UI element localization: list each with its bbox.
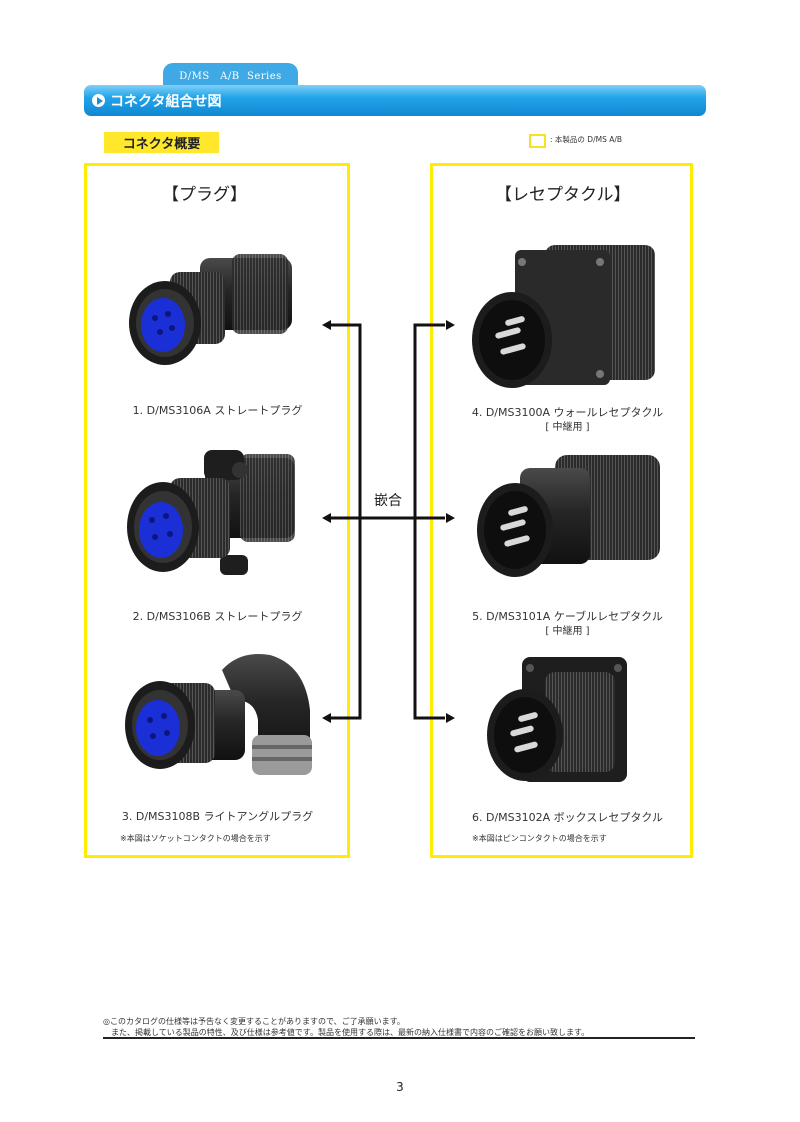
- plug-3106b-image: [127, 450, 295, 575]
- receptacle-sub-5: [ 中継用 ]: [545, 626, 590, 637]
- plug-panel-title: 【プラグ】: [162, 185, 247, 205]
- receptacle-panel-title: 【レセプタクル】: [495, 185, 631, 205]
- footer-line-2: また、掲載している製品の特性、及び仕様は参考値です。製品を使用する際は、最新の納…: [111, 1028, 590, 1037]
- page-number: 3: [396, 1080, 404, 1094]
- receptacle-3102a-image: [487, 657, 627, 782]
- footer-divider: [103, 1037, 695, 1039]
- mating-label: 嵌合: [372, 490, 404, 510]
- plug-3108b-image: [125, 654, 312, 775]
- receptacle-caption-5: 5. D/MS3101A ケーブルレセプタクル: [472, 610, 663, 623]
- plug-caption-2: 2. D/MS3106B ストレートプラグ: [132, 610, 303, 623]
- title-bar: コネクタ組合せ図: [84, 85, 706, 116]
- receptacle-note: ※本図はピンコンタクトの場合を示す: [472, 834, 607, 843]
- footer-note: ◎このカタログの仕様等は予告なく変更することがありますので、ご了承願います。 ま…: [103, 1016, 589, 1038]
- footer-line-1: ◎このカタログの仕様等は予告なく変更することがありますので、ご了承願います。: [103, 1017, 405, 1026]
- receptacle-caption-6: 6. D/MS3102A ボックスレセプタクル: [472, 811, 663, 824]
- receptacle-3100a-image: [472, 245, 655, 388]
- plug-caption-3: 3. D/MS3108B ライトアングルプラグ: [121, 810, 314, 823]
- plug-panel: [84, 163, 350, 858]
- legend-swatch: [529, 134, 546, 148]
- arrow-heads: [322, 320, 455, 723]
- mating-lines: [330, 323, 445, 720]
- receptacle-caption-4: 4. D/MS3100A ウォールレセプタクル: [471, 406, 664, 419]
- section-label: コネクタ概要: [104, 132, 219, 153]
- receptacle-panel: [430, 163, 693, 858]
- play-icon: [92, 94, 105, 107]
- page-title: コネクタ組合せ図: [110, 93, 222, 110]
- plug-caption-1: 1. D/MS3106A ストレートプラグ: [132, 404, 303, 417]
- plug-note: ※本図はソケットコンタクトの場合を示す: [120, 834, 271, 843]
- receptacle-sub-4: [ 中継用 ]: [545, 422, 590, 433]
- plug-3106a-image: [129, 254, 292, 365]
- legend-text: : 本製品の D/MS A/B: [550, 135, 623, 144]
- series-tab: D/MS A/B Series: [163, 63, 298, 85]
- receptacle-3101a-image: [477, 455, 660, 577]
